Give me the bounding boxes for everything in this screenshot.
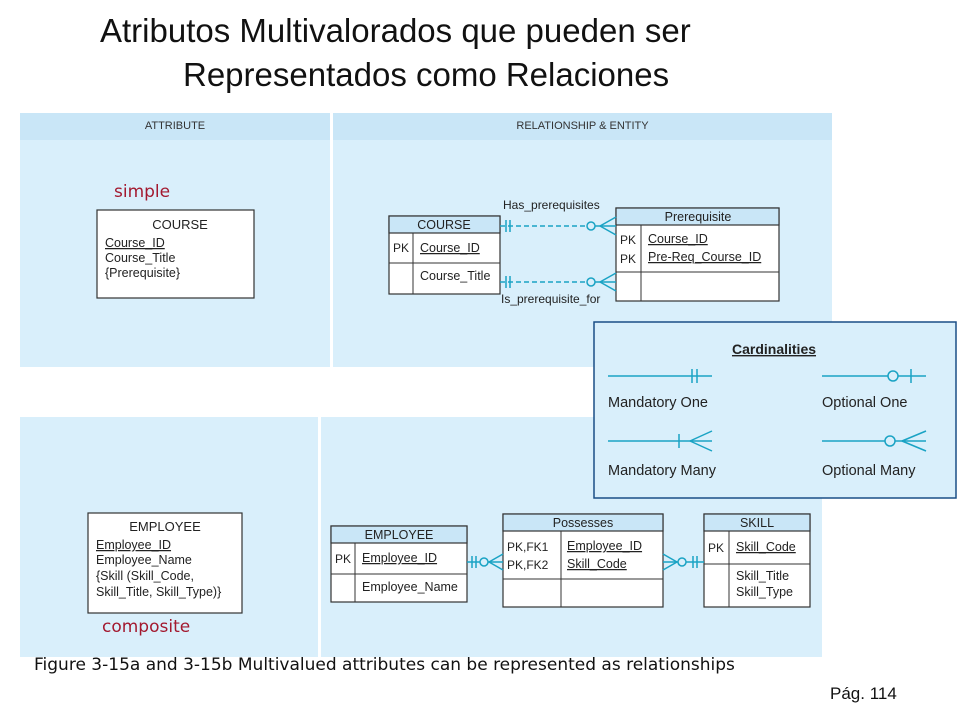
skill-table: SKILL PK Skill_Code Skill_Title Skill_Ty… (703, 513, 811, 608)
course-table-attr: Course_Title (420, 269, 490, 283)
composite-employee-attr-2: Employee_Name (96, 553, 192, 567)
header-attribute: ATTRIBUTE (20, 113, 330, 140)
simple-course-name: COURSE (152, 217, 208, 232)
simple-course-entity: COURSE Course_ID Course_Title {Prerequis… (96, 209, 255, 299)
possesses-skill-relationship (662, 553, 704, 571)
possesses-attr-2: Skill_Code (567, 557, 627, 571)
figure-caption: Figure 3-15a and 3-15b Multivalued attri… (34, 655, 735, 675)
prereq-attr-1: Course_ID (648, 232, 708, 246)
prereq-table-name: Prerequisite (665, 210, 732, 224)
employee-table-pk-attr: Employee_ID (362, 551, 437, 565)
simple-label: simple (114, 182, 171, 202)
course-table: COURSE PK Course_ID Course_Title (388, 215, 501, 295)
composite-label: composite (102, 617, 191, 637)
top-divider (330, 113, 333, 367)
possesses-key-2: PK,FK2 (507, 558, 549, 572)
composite-employee-name: EMPLOYEE (129, 519, 201, 534)
legend-title: Cardinalities (732, 341, 816, 357)
has-prerequisites-label: Has_prerequisites (503, 198, 600, 212)
prereq-pk-2: PK (620, 252, 636, 266)
skill-table-pk: PK (708, 541, 724, 555)
prereq-pk-1: PK (620, 233, 636, 247)
skill-table-pk-attr: Skill_Code (736, 540, 796, 554)
course-table-name: COURSE (417, 218, 470, 232)
cardinalities-legend: Cardinalities Mandatory One Optional One… (593, 321, 957, 499)
is-prerequisite-for-relationship (500, 272, 617, 292)
skill-table-attr-1: Skill_Title (736, 569, 789, 583)
possesses-attr-1: Employee_ID (567, 539, 642, 553)
employee-possesses-relationship (467, 553, 504, 571)
simple-course-attr-1: Course_ID (105, 236, 165, 250)
employee-table-pk: PK (335, 552, 351, 566)
skill-table-attr-2: Skill_Type (736, 585, 793, 599)
employee-table: EMPLOYEE PK Employee_ID Employee_Name (330, 525, 468, 603)
possesses-key-1: PK,FK1 (507, 540, 549, 554)
composite-employee-attr-3: {Skill (Skill_Code, (96, 569, 194, 583)
employee-table-attr: Employee_Name (362, 580, 458, 594)
page-number: Pág. 114 (830, 684, 897, 703)
legend-mandatory-one: Mandatory One (608, 395, 708, 411)
bottom-divider (318, 417, 321, 657)
legend-optional-one: Optional One (822, 395, 907, 411)
course-table-pk: PK (393, 241, 409, 255)
skill-table-name: SKILL (740, 516, 774, 530)
prereq-attr-2: Pre-Req_Course_ID (648, 250, 761, 264)
legend-mandatory-many: Mandatory Many (608, 463, 717, 479)
course-table-pk-attr: Course_ID (420, 241, 480, 255)
possesses-table: Possesses PK,FK1 PK,FK2 Employee_ID Skil… (502, 513, 664, 608)
is-prerequisite-for-label: Is_prerequisite_for (501, 292, 600, 306)
simple-course-attr-2: Course_Title (105, 251, 175, 265)
title-line-1: Atributos Multivalorados que pueden ser (100, 12, 691, 49)
prerequisite-table: Prerequisite PK PK Course_ID Pre-Req_Cou… (615, 207, 780, 302)
simple-course-attr-3: {Prerequisite} (105, 266, 180, 280)
composite-employee-attr-4: Skill_Title, Skill_Type)} (96, 585, 221, 599)
composite-employee-entity: EMPLOYEE Employee_ID Employee_Name {Skil… (87, 512, 243, 614)
employee-table-name: EMPLOYEE (365, 528, 434, 542)
possesses-table-name: Possesses (553, 516, 613, 530)
header-relationship: RELATIONSHIP & ENTITY (333, 113, 832, 140)
composite-employee-attr-1: Employee_ID (96, 538, 171, 552)
legend-optional-many: Optional Many (822, 463, 916, 479)
title-line-2: Representados como Relaciones (183, 56, 670, 93)
has-prerequisites-relationship (500, 216, 617, 236)
